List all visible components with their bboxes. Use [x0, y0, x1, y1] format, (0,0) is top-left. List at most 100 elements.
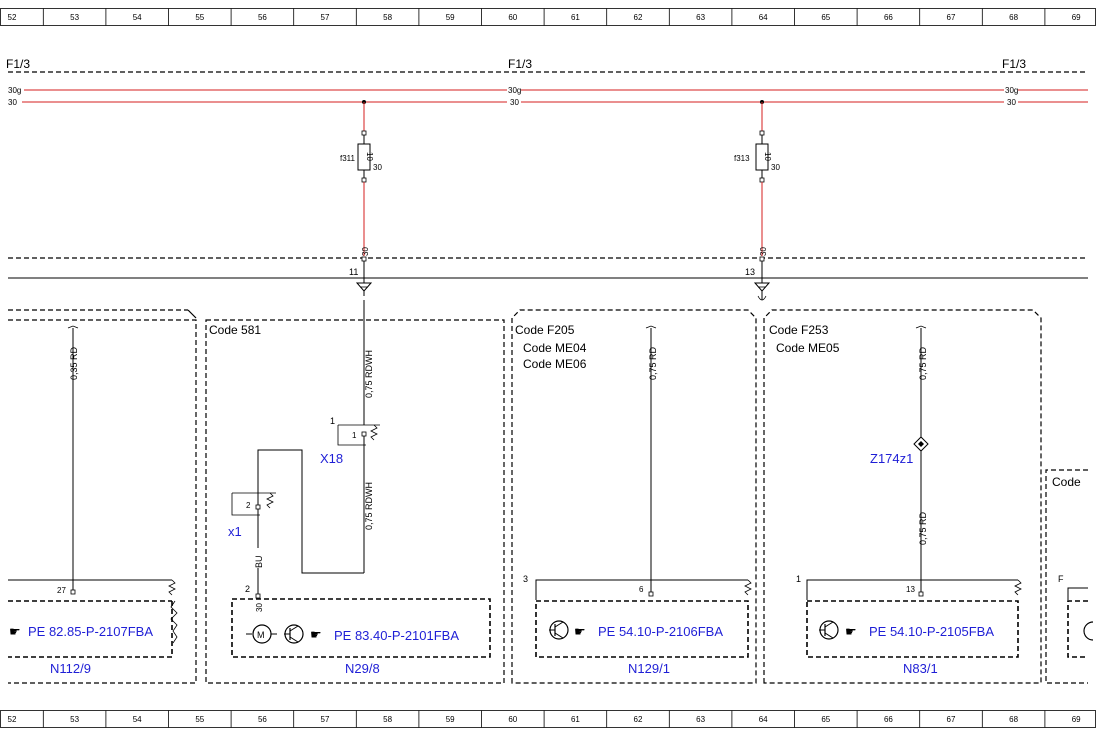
module2-module-pin: 2: [245, 584, 250, 594]
bottom-ruler-cell-label: 62: [634, 715, 643, 724]
sheet-ref-left[interactable]: F1/3: [6, 57, 30, 71]
module5-code: Code: [1052, 475, 1081, 489]
module4-wire-bottom: 0,75 RD: [918, 511, 928, 545]
module3-code: Code F205: [515, 323, 575, 337]
bottom-ruler-cell-label: 53: [70, 715, 79, 724]
module2-x1-pin: 2: [246, 501, 251, 510]
module4-pin: 13: [906, 585, 915, 594]
bottom-ruler-cell-label: 52: [8, 715, 17, 724]
fuse-f311-terminal: 30: [373, 163, 382, 172]
top-ruler-cell-label: 55: [195, 13, 204, 22]
top-ruler-cell-label: 69: [1072, 13, 1081, 22]
section-frames: [8, 309, 1088, 684]
top-ruler-cell-label: 57: [321, 13, 330, 22]
motor-icon: M: [246, 624, 277, 644]
module3-ref-link[interactable]: PE 54.10-P-2106FBA: [598, 624, 723, 639]
transistor-icon: [819, 620, 839, 640]
fuse-f313-rating: 10: [763, 152, 772, 161]
module4-splice-link[interactable]: Z174z1: [870, 451, 913, 466]
top-ruler-cell-label: 65: [821, 13, 830, 22]
module3-wire-label: 0,75 RD: [648, 346, 658, 380]
module3-pin: 6: [639, 585, 644, 594]
module-n129-1: Code F205 Code ME04 Code ME06 0,75 RD 3 …: [515, 323, 752, 676]
module5-side-pin: F: [1058, 574, 1064, 584]
module3-code2: Code ME04: [523, 341, 587, 355]
hand-pointer-icon: ☛: [9, 624, 21, 639]
bottom-ruler-cell-label: 59: [446, 715, 455, 724]
fuse-f313-id: f313: [734, 154, 750, 163]
module1-wire-label: 0,35 RD: [69, 346, 79, 380]
fuse-f311[interactable]: f311 30 10: [340, 102, 382, 256]
bottom-ruler-cell-label: 69: [1072, 715, 1081, 724]
bus-label-30-right: 30: [1007, 98, 1016, 107]
sheet-ref-center[interactable]: F1/3: [508, 57, 532, 71]
bottom-ruler-cell-label: 55: [195, 715, 204, 724]
top-ruler-cell-label: 63: [696, 13, 705, 22]
top-ruler-cell-label: 64: [759, 13, 768, 22]
bus-label-30-center: 30: [510, 98, 519, 107]
transistor-icon: [1083, 621, 1094, 641]
top-ruler-cell-label: 67: [947, 13, 956, 22]
module4-ref-link[interactable]: PE 54.10-P-2105FBA: [869, 624, 994, 639]
module4-code2: Code ME05: [776, 341, 840, 355]
fuse-f313[interactable]: f313 30 10: [734, 102, 780, 256]
module2-module-wire: 30: [255, 603, 264, 612]
module2-x1-link[interactable]: x1: [228, 524, 242, 539]
module-partial-right: Code F: [1052, 475, 1094, 658]
fuse-f311-rating: 10: [365, 152, 374, 161]
top-ruler-cell-label: 61: [571, 13, 580, 22]
module2-code: Code 581: [209, 323, 261, 337]
module4-name: N83/1: [903, 661, 938, 676]
top-ruler-cell-label: 53: [70, 13, 79, 22]
hand-pointer-icon: ☛: [845, 624, 857, 639]
bottom-ruler-cell-label: 65: [821, 715, 830, 724]
module4-code: Code F253: [769, 323, 829, 337]
top-ruler-cell-label: 52: [8, 13, 17, 22]
module-n83-1: Code F253 Code ME05 0,75 RD Z174z1 0,75 …: [769, 323, 1022, 676]
top-ruler-cell-label: 60: [508, 13, 517, 22]
hand-pointer-icon: ☛: [310, 627, 322, 642]
module2-wire-top: 0,75 RDWH: [364, 350, 374, 398]
bottom-ruler-cell-label: 54: [133, 715, 142, 724]
module3-side-pin: 3: [523, 574, 528, 584]
bottom-ruler-cell-label: 61: [571, 715, 580, 724]
top-ruler-cell-label: 56: [258, 13, 267, 22]
module2-ref-link[interactable]: PE 83.40-P-2101FBA: [334, 628, 459, 643]
module1-ref-link[interactable]: PE 82.85-P-2107FBA: [28, 624, 153, 639]
top-ruler-cell-label: 58: [383, 13, 392, 22]
bottom-ruler-cell-label: 67: [947, 715, 956, 724]
hand-pointer-icon: ☛: [574, 624, 586, 639]
connector-pin-13: 13: [745, 267, 755, 277]
module4-side-pin: 1: [796, 574, 801, 584]
bottom-ruler-cell-label: 58: [383, 715, 392, 724]
module3-name: N129/1: [628, 661, 670, 676]
top-ruler-cell-label: 66: [884, 13, 893, 22]
top-ruler-cell-label: 62: [634, 13, 643, 22]
sheet-ref-right: F1/3: [1002, 57, 1026, 71]
top-ruler-cell-label: 54: [133, 13, 142, 22]
module1-pin: 27: [57, 586, 66, 595]
module-n112-9: 0,35 RD 27 ☛ PE 82.85-P-2107FBA N112/9: [8, 325, 178, 676]
module4-wire-top: 0,75 RD: [918, 346, 928, 380]
transistor-icon: [284, 624, 304, 644]
splice-diamond-icon: [913, 436, 929, 452]
bottom-ruler-cell-label: 60: [508, 715, 517, 724]
bus-label-30g-right: 30g: [1005, 86, 1018, 95]
bus-label-30g-center: 30g: [508, 86, 521, 95]
bus-label-30g-left: 30g: [8, 86, 21, 95]
module2-wire-bu: BU: [254, 555, 264, 568]
transistor-icon: [549, 620, 569, 640]
module2-wire-mid: 0,75 RDWH: [364, 482, 374, 530]
wire-label-30-left: 30: [361, 247, 370, 256]
bottom-ruler-cell-label: 66: [884, 715, 893, 724]
connector-band: 11 13: [8, 256, 1088, 301]
module2-x18-link[interactable]: X18: [320, 451, 343, 466]
connector-pin-11: 11: [349, 267, 358, 277]
module2-switch-inner-pin: 1: [352, 431, 357, 440]
supply-bus: 30g 30 30g 30 30g 30: [8, 85, 1088, 107]
bottom-ruler-cell-label: 63: [696, 715, 705, 724]
module2-name: N29/8: [345, 661, 380, 676]
